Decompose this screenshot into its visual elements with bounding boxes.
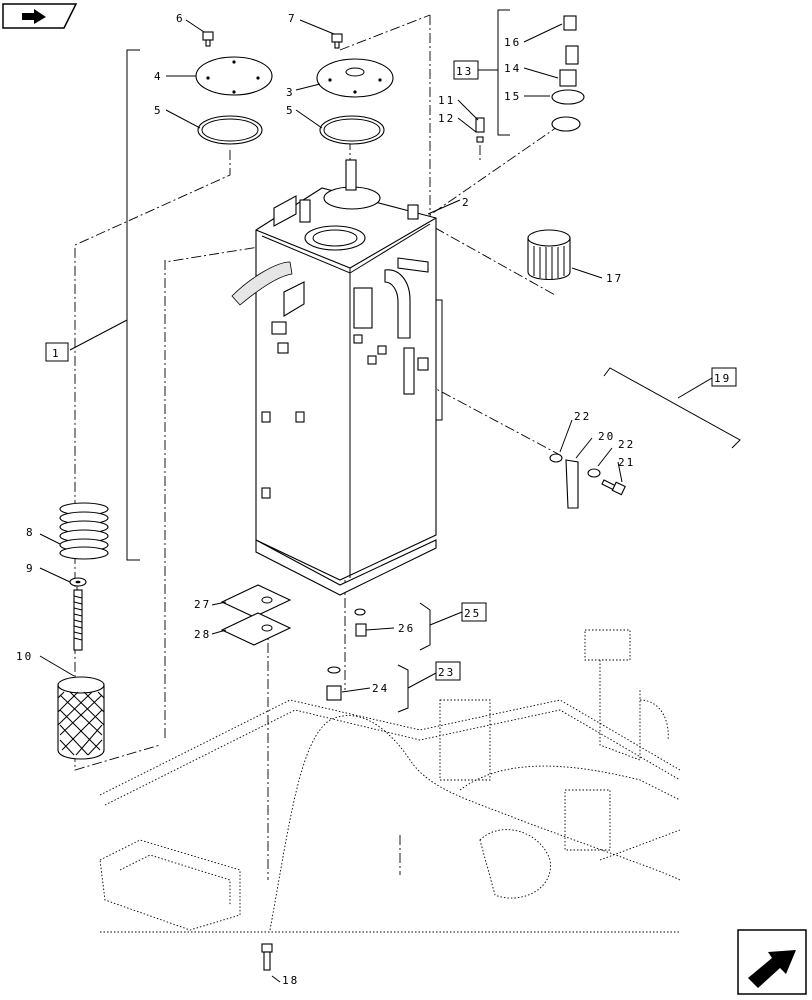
washer-22a — [549, 453, 563, 463]
callout-10: 10 — [16, 650, 33, 663]
callout-4: 4 — [154, 70, 163, 83]
callout-22-right: 22 — [618, 438, 635, 451]
callout-24: 24 — [372, 682, 389, 695]
callout-15: 15 — [504, 90, 521, 103]
chassis-frame — [99, 629, 681, 933]
bolt-18 — [261, 943, 273, 971]
callout-6: 6 — [176, 12, 185, 25]
leader-lines — [39, 19, 623, 983]
callout-box-25[interactable]: 25 — [461, 602, 487, 622]
breather-flange-15 — [551, 89, 585, 132]
callout-8: 8 — [26, 526, 35, 539]
nut-24 — [326, 666, 342, 701]
bracket-20 — [565, 459, 579, 509]
callout-18: 18 — [282, 974, 299, 987]
callout-box-19[interactable]: 19 — [711, 367, 737, 387]
callout-28: 28 — [194, 628, 211, 641]
group-bracket-23 — [397, 664, 437, 713]
callout-19: 19 — [714, 372, 731, 385]
callout-23: 23 — [438, 666, 455, 679]
rod-10 — [73, 589, 83, 651]
callout-25: 25 — [464, 607, 481, 620]
callout-5-right: 5 — [286, 104, 295, 117]
pad-27 — [220, 584, 292, 618]
callout-14: 14 — [504, 62, 521, 75]
tank-cover-4 — [195, 56, 273, 96]
callout-2: 2 — [462, 196, 471, 209]
breather-adapter-14 — [559, 69, 577, 87]
callout-12: 12 — [438, 112, 455, 125]
callout-17: 17 — [606, 272, 623, 285]
bolt-7 — [331, 33, 343, 49]
callout-21: 21 — [618, 456, 635, 469]
callout-7: 7 — [288, 12, 297, 25]
callout-labels: 6 7 4 3 5 5 2 11 12 16 14 15 17 8 9 10 2… — [16, 12, 635, 987]
screw-11-12 — [475, 117, 485, 143]
group-bracket-25 — [419, 602, 463, 651]
callout-1: 1 — [52, 347, 61, 360]
return-filter-17 — [527, 229, 571, 281]
washer-9 — [69, 577, 87, 587]
callout-box-23[interactable]: 23 — [435, 661, 461, 681]
nut-26 — [354, 608, 367, 637]
o-ring-5-left — [197, 115, 263, 145]
callout-box-1[interactable]: 1 — [45, 342, 69, 362]
washer-22b — [587, 468, 601, 478]
spring-8 — [59, 502, 109, 560]
bolt-21 — [601, 479, 626, 496]
callout-27: 27 — [194, 598, 211, 611]
callout-box-13[interactable]: 13 — [453, 60, 479, 80]
callout-9: 9 — [26, 562, 35, 575]
hydraulic-tank — [231, 159, 443, 596]
tank-cover-3 — [316, 58, 394, 98]
callout-13: 13 — [456, 65, 473, 78]
callout-26: 26 — [398, 622, 415, 635]
group-bracket-1 — [69, 49, 140, 561]
group-bracket-13 — [478, 9, 510, 136]
callout-11: 11 — [438, 94, 455, 107]
pad-28 — [220, 612, 292, 646]
strainer-10 — [57, 676, 105, 760]
o-ring-5-right — [319, 115, 385, 145]
callout-16: 16 — [504, 36, 521, 49]
next-page-arrow-icon[interactable] — [737, 929, 807, 995]
callout-5-left: 5 — [154, 104, 163, 117]
page-nav-icon[interactable] — [2, 3, 78, 29]
callout-3: 3 — [286, 86, 295, 99]
breather-cap-16 — [563, 15, 579, 65]
group-bracket-19 — [603, 367, 741, 449]
callout-22-top: 22 — [574, 410, 591, 423]
callout-20: 20 — [598, 430, 615, 443]
bolt-6 — [202, 31, 214, 47]
